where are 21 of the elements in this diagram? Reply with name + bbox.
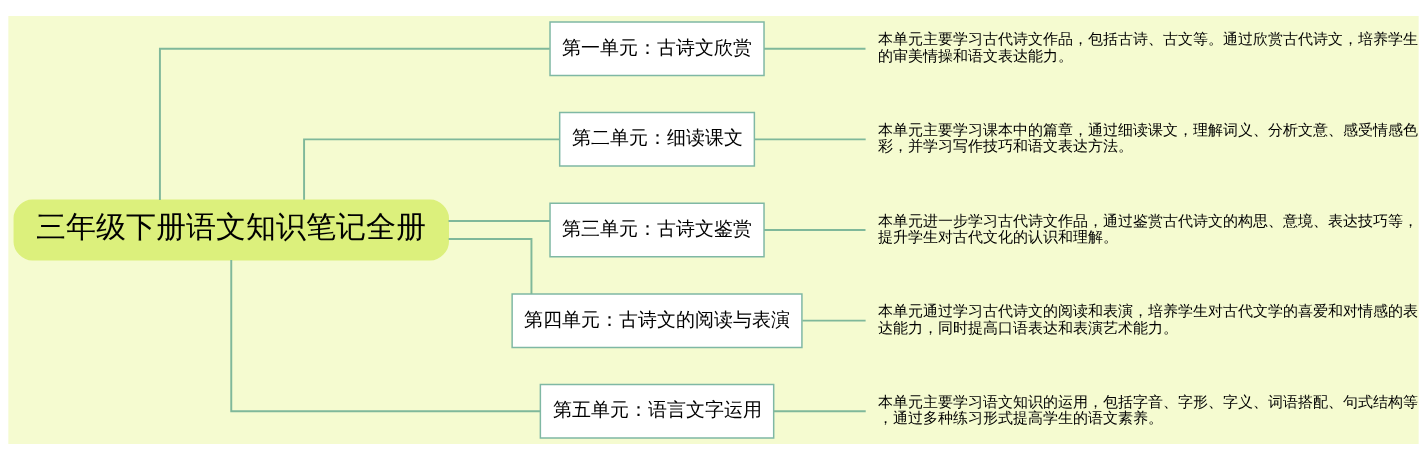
node-text: 本单元主要学习古代诗文作品，包括古诗、古文等。通过欣赏古代诗文，培养学生的审美情操和语文表达能力。 <box>877 30 1418 65</box>
connector <box>447 220 551 223</box>
node-text: 本单元通过学习古代诗文的阅读和表演，培养学生对古代文学的喜爱和对情感的表达能力，同时提高口语表达和表演艺术能力。 <box>877 302 1418 337</box>
node-box: 三年级下册语文知识笔记全册 <box>13 199 449 261</box>
connector <box>772 410 867 413</box>
node-box: 第二单元：细读课文 <box>558 111 756 167</box>
connector <box>158 47 551 201</box>
connector <box>447 237 533 295</box>
connector <box>801 319 867 322</box>
node-text: 本单元主要学习语文知识的运用，包括字音、字形、字义、词语搭配、句式结构等，通过多种练习形式提高学生的语文素养。 <box>877 392 1418 428</box>
node-box: 第五单元：语言文字运用 <box>539 383 775 439</box>
node-box: 第一单元：古诗文欣赏 <box>549 21 765 77</box>
node-box: 第四单元：古诗文的阅读与表演 <box>511 293 803 349</box>
connector <box>303 138 561 201</box>
connector <box>230 259 542 413</box>
node-box: 第三单元：古诗文鉴赏 <box>549 202 765 258</box>
connector <box>763 229 867 231</box>
connector <box>763 47 867 50</box>
connector <box>753 138 867 141</box>
node-text: 本单元进一步学习古代诗文作品，通过鉴赏古代诗文的构思、意境、表达技巧等，提升学生对古代文化的认识和理解。 <box>877 211 1418 246</box>
node-text: 本单元主要学习课本中的篇章，通过细读课文，理解词义、分析文意、感受情感色彩，并学习写作技巧和语文表达方法。 <box>877 120 1418 156</box>
